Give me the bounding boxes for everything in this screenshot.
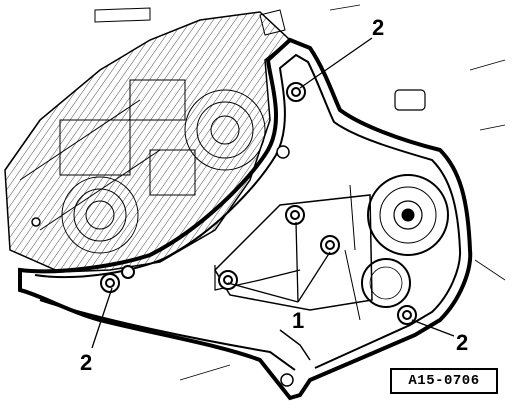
- callout-bolt-bottom-left: 2: [80, 350, 92, 375]
- tensioner-pulley: [367, 174, 449, 256]
- engine-block-sketch: [4, 7, 292, 273]
- callout-nuts: 1: [292, 308, 304, 333]
- small-bolts: [31, 145, 294, 387]
- leader-lines: [91, 37, 455, 349]
- callout-bolt-top-right: 2: [372, 15, 384, 40]
- nut-middle: [320, 235, 340, 255]
- idler-pulley: [361, 258, 411, 308]
- background-scraps: [179, 4, 506, 381]
- pulleys: [344, 89, 449, 321]
- nut-upper: [285, 205, 305, 225]
- bracket-plate: [214, 194, 373, 311]
- timing-belt-cover: [18, 37, 473, 401]
- figure-id-box: A15-0706: [390, 368, 498, 394]
- bolt-bottom-right: [397, 305, 417, 325]
- figure-id: A15-0706: [408, 373, 480, 389]
- callout-bolt-bottom-right: 2: [456, 330, 468, 355]
- nut-left: [218, 270, 238, 290]
